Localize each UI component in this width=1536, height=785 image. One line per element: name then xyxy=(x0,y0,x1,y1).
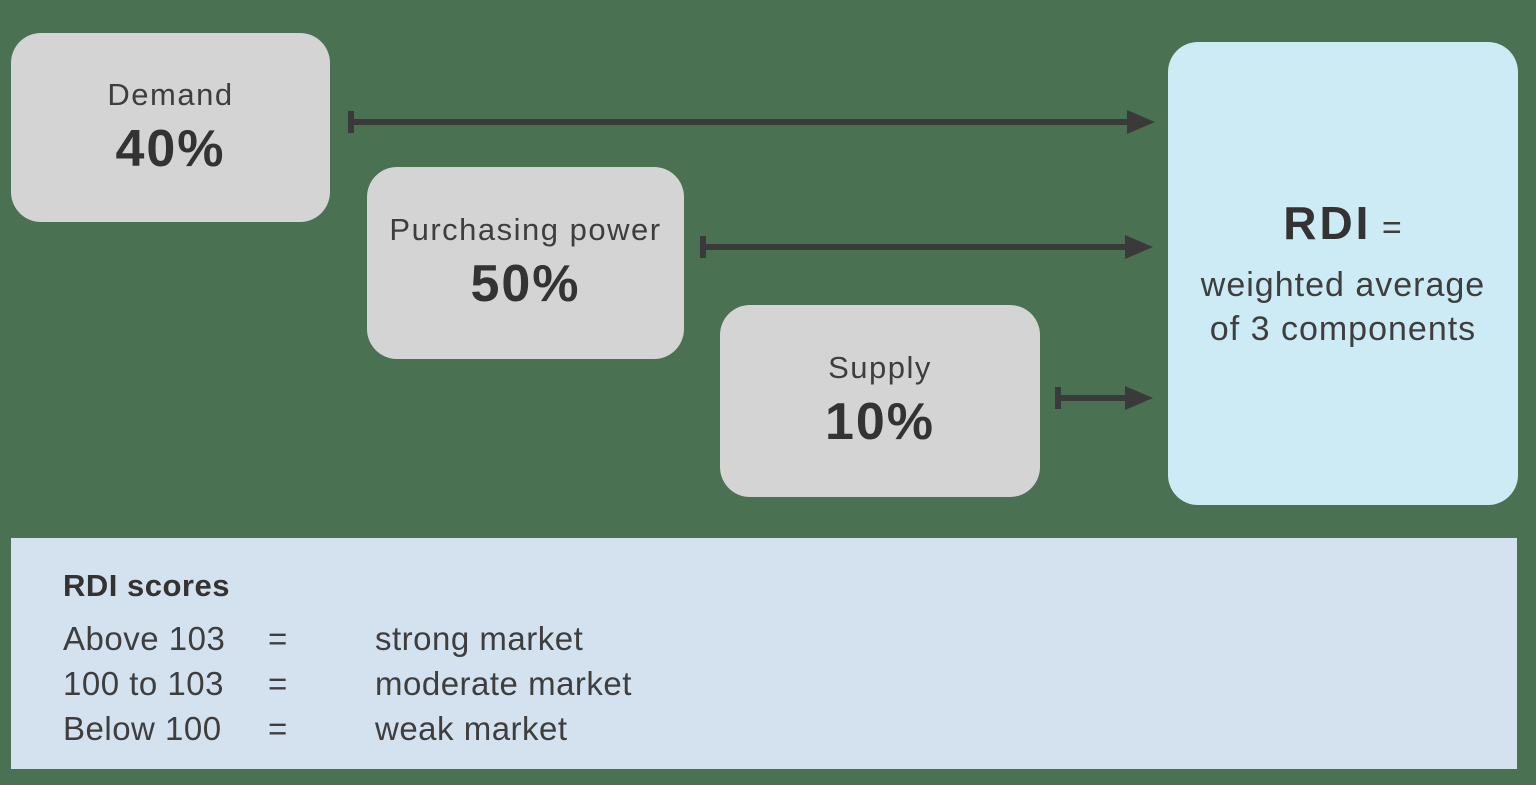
component-weight: 50% xyxy=(470,255,581,313)
legend-row-weak: Below 100 = weak market xyxy=(63,706,1517,751)
rdi-description: weighted average of 3 components xyxy=(1201,264,1485,351)
component-label: Demand xyxy=(107,76,234,112)
arrow-head-icon xyxy=(1125,386,1153,410)
component-label: Purchasing power xyxy=(389,212,662,247)
rdi-result-box: RDI = weighted average of 3 components xyxy=(1168,42,1518,505)
equals-sign: = xyxy=(268,664,288,702)
equals-sign: = xyxy=(268,619,288,657)
rdi-title: RDI xyxy=(1283,196,1372,249)
score-range: Above 103 xyxy=(63,619,226,657)
score-meaning: weak market xyxy=(375,709,568,747)
component-weight: 10% xyxy=(824,393,936,451)
arrow-shaft xyxy=(700,244,1127,250)
component-box-supply: Supply 10% xyxy=(720,305,1040,497)
arrow-head-icon xyxy=(1125,235,1153,259)
score-range: 100 to 103 xyxy=(63,664,224,702)
legend-row-moderate: 100 to 103 = moderate market xyxy=(63,661,1517,706)
arrow-demand-to-rdi xyxy=(348,110,1155,134)
component-label: Supply xyxy=(828,350,932,385)
arrow-supply-to-rdi xyxy=(1055,386,1153,410)
rdi-equals-sign: = xyxy=(1381,208,1403,247)
score-meaning: strong market xyxy=(375,619,584,657)
equals-sign: = xyxy=(268,709,288,747)
score-range: Below 100 xyxy=(63,709,222,747)
arrow-head-icon xyxy=(1127,110,1155,134)
rdi-title-line: RDI = xyxy=(1283,196,1403,250)
component-weight: 40% xyxy=(115,119,226,178)
rdi-description-line2: of 3 components xyxy=(1209,309,1477,348)
rdi-description-line1: weighted average xyxy=(1200,265,1486,304)
arrow-shaft xyxy=(348,119,1129,125)
legend-heading: RDI scores xyxy=(63,568,230,603)
arrow-purchasing-power-to-rdi xyxy=(700,235,1153,259)
component-box-demand: Demand 40% xyxy=(11,33,330,222)
arrow-shaft xyxy=(1055,395,1127,401)
legend-row-strong: Above 103 = strong market xyxy=(63,616,1517,661)
rdi-scores-panel: RDI scores Above 103 = strong market 100… xyxy=(11,538,1517,769)
component-box-purchasing-power: Purchasing power 50% xyxy=(367,167,684,359)
score-meaning: moderate market xyxy=(375,664,632,702)
